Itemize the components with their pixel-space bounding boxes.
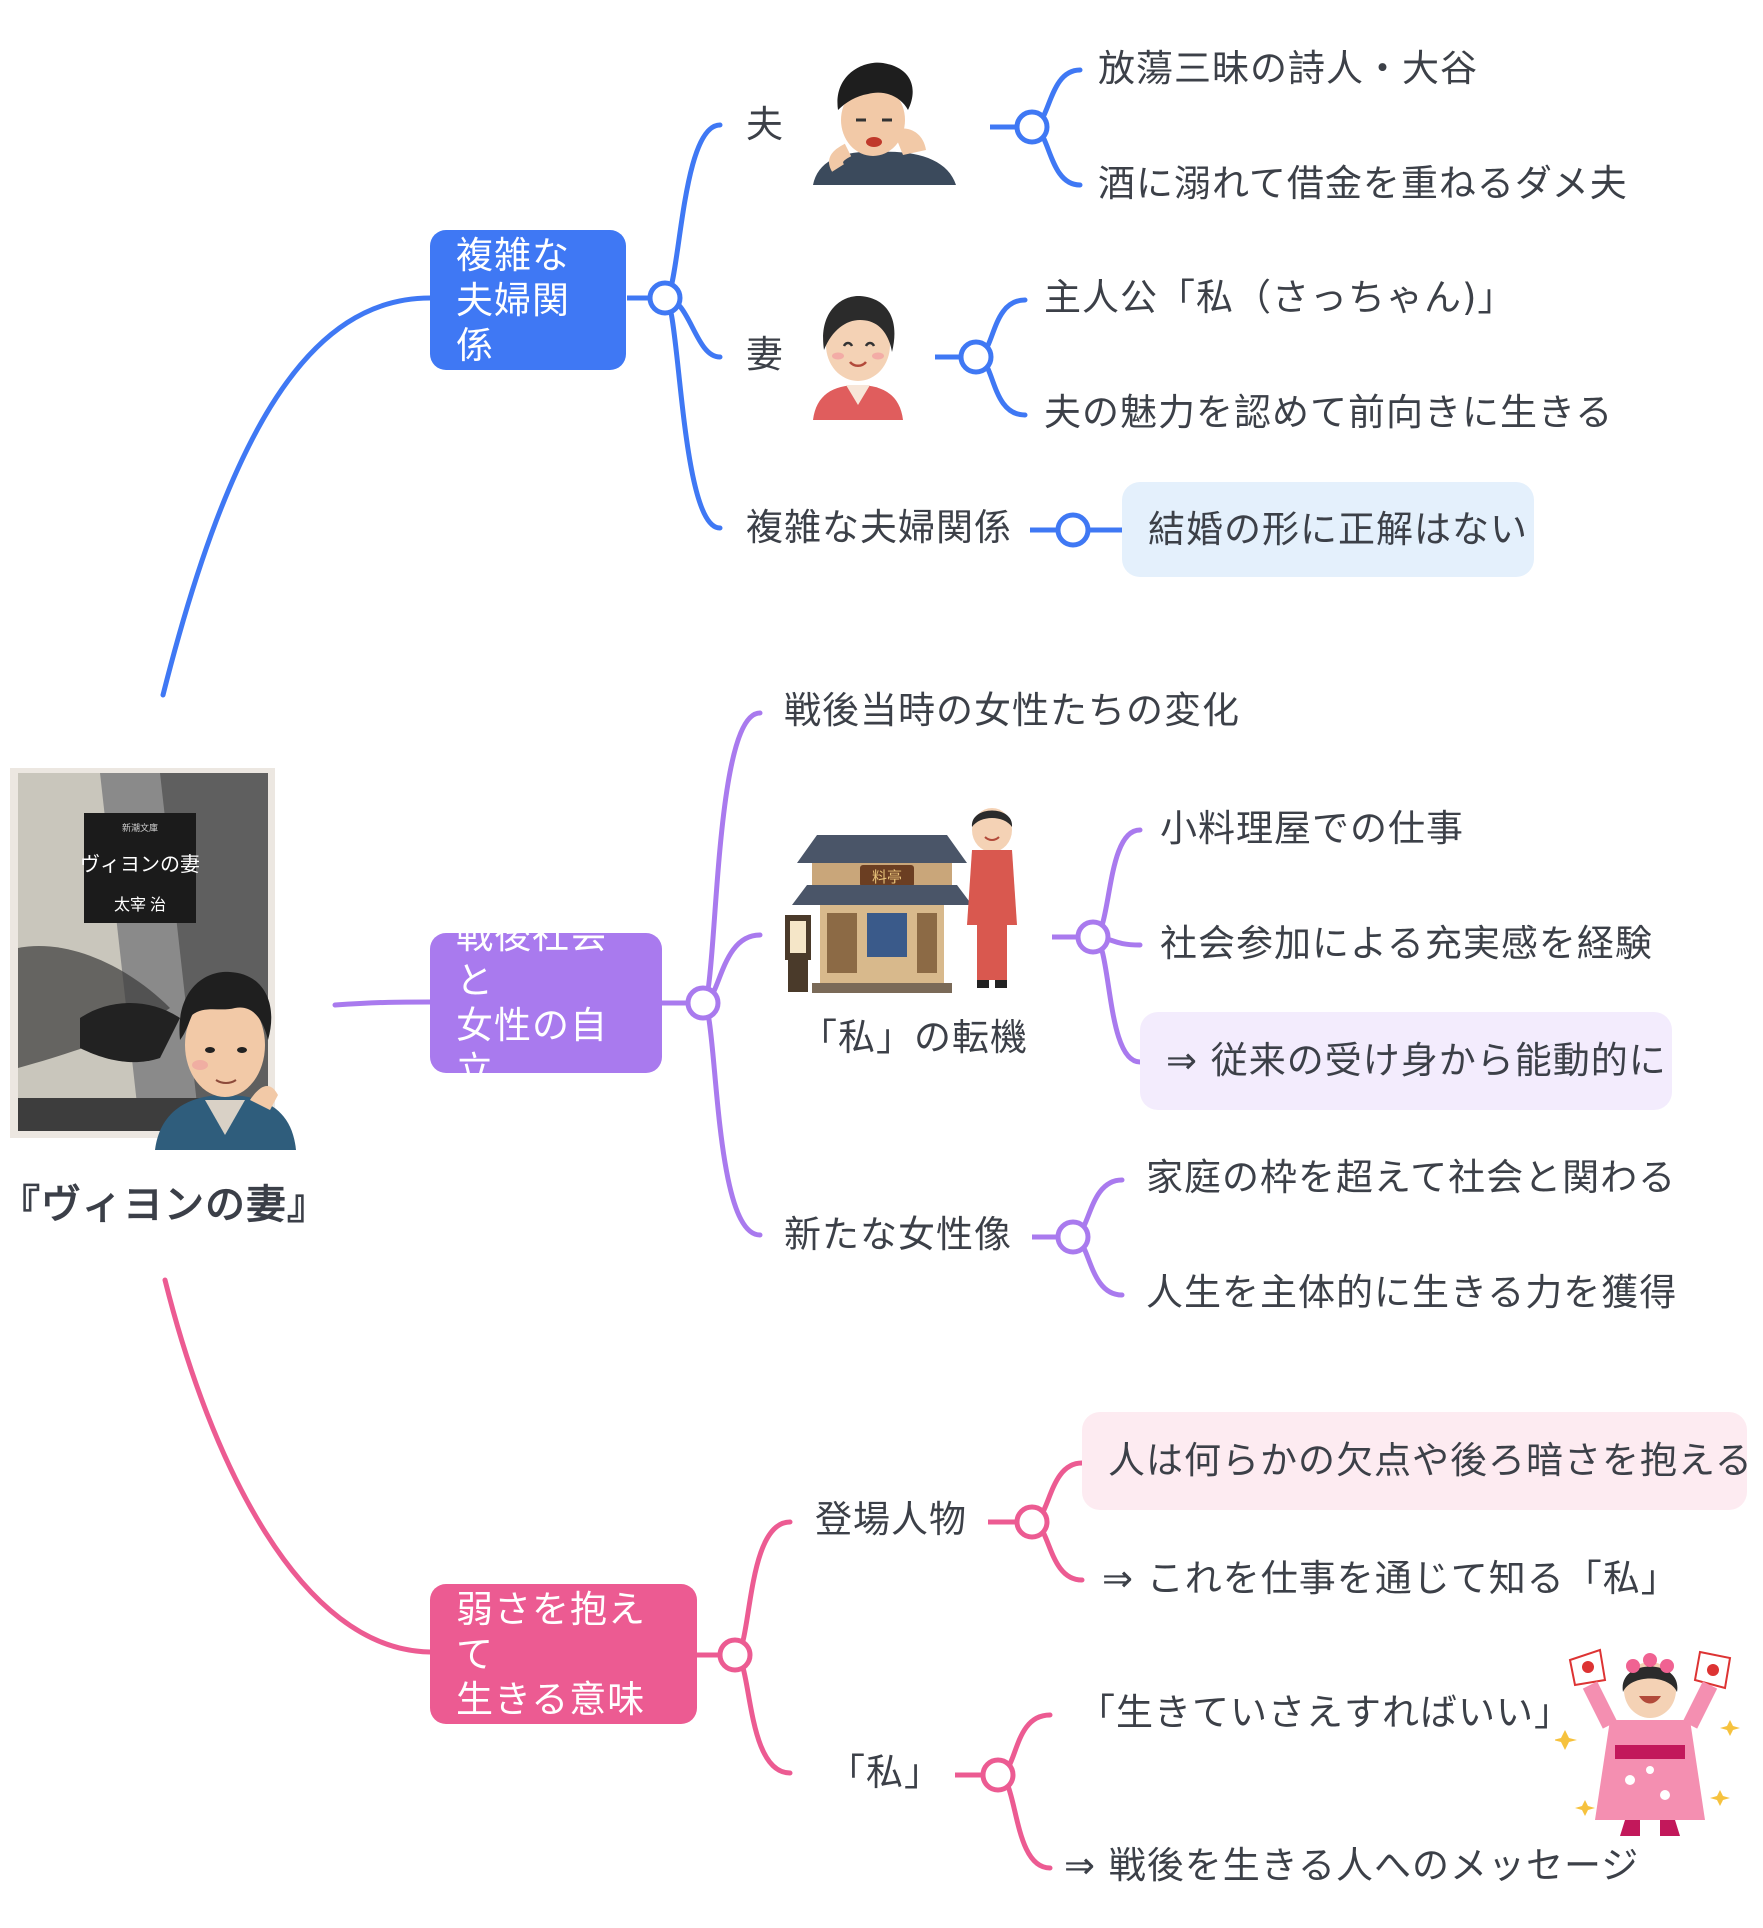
relation-label: 複雑な夫婦関係 <box>746 506 1012 549</box>
husband-illustration <box>808 60 958 190</box>
wife-item-1: 主人公「私（さっちゃん)」 <box>1044 276 1516 319</box>
watashi-label: 「私」 <box>828 1751 942 1794</box>
watashi-item-2: ⇒ 戦後を生きる人へのメッセージ <box>1064 1844 1640 1887</box>
characters-item-1: 人は何らかの欠点や後ろ暗さを抱える <box>1108 1439 1753 1482</box>
new-image-label: 新たな女性像 <box>784 1213 1012 1256</box>
turning-point-item-1: 小料理屋での仕事 <box>1160 807 1464 850</box>
turning-point-highlight: ⇒ 従来の受け身から能動的に <box>1140 1012 1672 1110</box>
svg-text:新潮文庫: 新潮文庫 <box>122 822 158 833</box>
turning-point-item-2: 社会参加による充実感を経験 <box>1160 922 1653 965</box>
svg-text:太宰 治: 太宰 治 <box>114 896 166 914</box>
branch-weakness-label-line2: 生きる意味 <box>456 1677 646 1721</box>
husband-item-1: 放蕩三昧の詩人・大谷 <box>1098 47 1478 90</box>
branch-women-label-line1: 戦後社会と <box>456 914 608 1002</box>
branch-couple-label-line1: 複雑な <box>456 233 570 277</box>
wife-label: 妻 <box>746 333 784 376</box>
author-illustration <box>150 960 300 1150</box>
root-title: 『ヴィヨンの妻』 <box>0 1182 328 1228</box>
turning-point-label: 「私」の転機 <box>800 1016 1028 1059</box>
husband-item-2: 酒に溺れて借金を重ねるダメ夫 <box>1098 162 1628 205</box>
branch-women-node[interactable]: 戦後社会と 女性の自立 <box>430 914 662 1092</box>
branch-weakness-node[interactable]: 弱さを抱えて 生きる意味 <box>430 1584 697 1724</box>
branch-couple-label-line2: 夫婦関係 <box>456 278 570 367</box>
wife-item-2: 夫の魅力を認めて前向きに生きる <box>1044 391 1614 434</box>
branch-weakness-label-line1: 弱さを抱えて <box>456 1587 646 1676</box>
relation-conclusion: 結婚の形に正解はない <box>1122 482 1534 577</box>
branch-women-label-line2: 女性の自立 <box>456 1004 608 1092</box>
svg-text:ヴィヨンの妻: ヴィヨンの妻 <box>80 853 200 876</box>
characters-highlight: 人は何らかの欠点や後ろ暗さを抱える <box>1082 1412 1752 1510</box>
new-image-item-1: 家庭の枠を超えて社会と関わる <box>1146 1156 1677 1199</box>
characters-label: 登場人物 <box>815 1498 967 1541</box>
branch-couple-node[interactable]: 複雑な 夫婦関係 <box>430 230 626 370</box>
celebrating-woman-illustration <box>1553 1640 1745 1840</box>
book-cover-image: 新潮文庫 ヴィヨンの妻 太宰 治 <box>10 768 275 1138</box>
svg-text:料亭: 料亭 <box>872 868 902 886</box>
watashi-item-1: 「生きていさえすればいい」 <box>1078 1691 1572 1734</box>
restaurant-illustration: 料亭 <box>782 805 1022 995</box>
relation-conclusion-text: 結婚の形に正解はない <box>1148 507 1528 551</box>
new-image-item-2: 人生を主体的に生きる力を獲得 <box>1146 1271 1678 1314</box>
wife-illustration <box>808 290 908 420</box>
husband-label: 夫 <box>746 103 784 146</box>
women-change: 戦後当時の女性たちの変化 <box>784 689 1240 732</box>
turning-point-item-3: ⇒ 従来の受け身から能動的に <box>1166 1039 1667 1082</box>
characters-item-2: ⇒ これを仕事を通じて知る「私」 <box>1102 1557 1679 1600</box>
